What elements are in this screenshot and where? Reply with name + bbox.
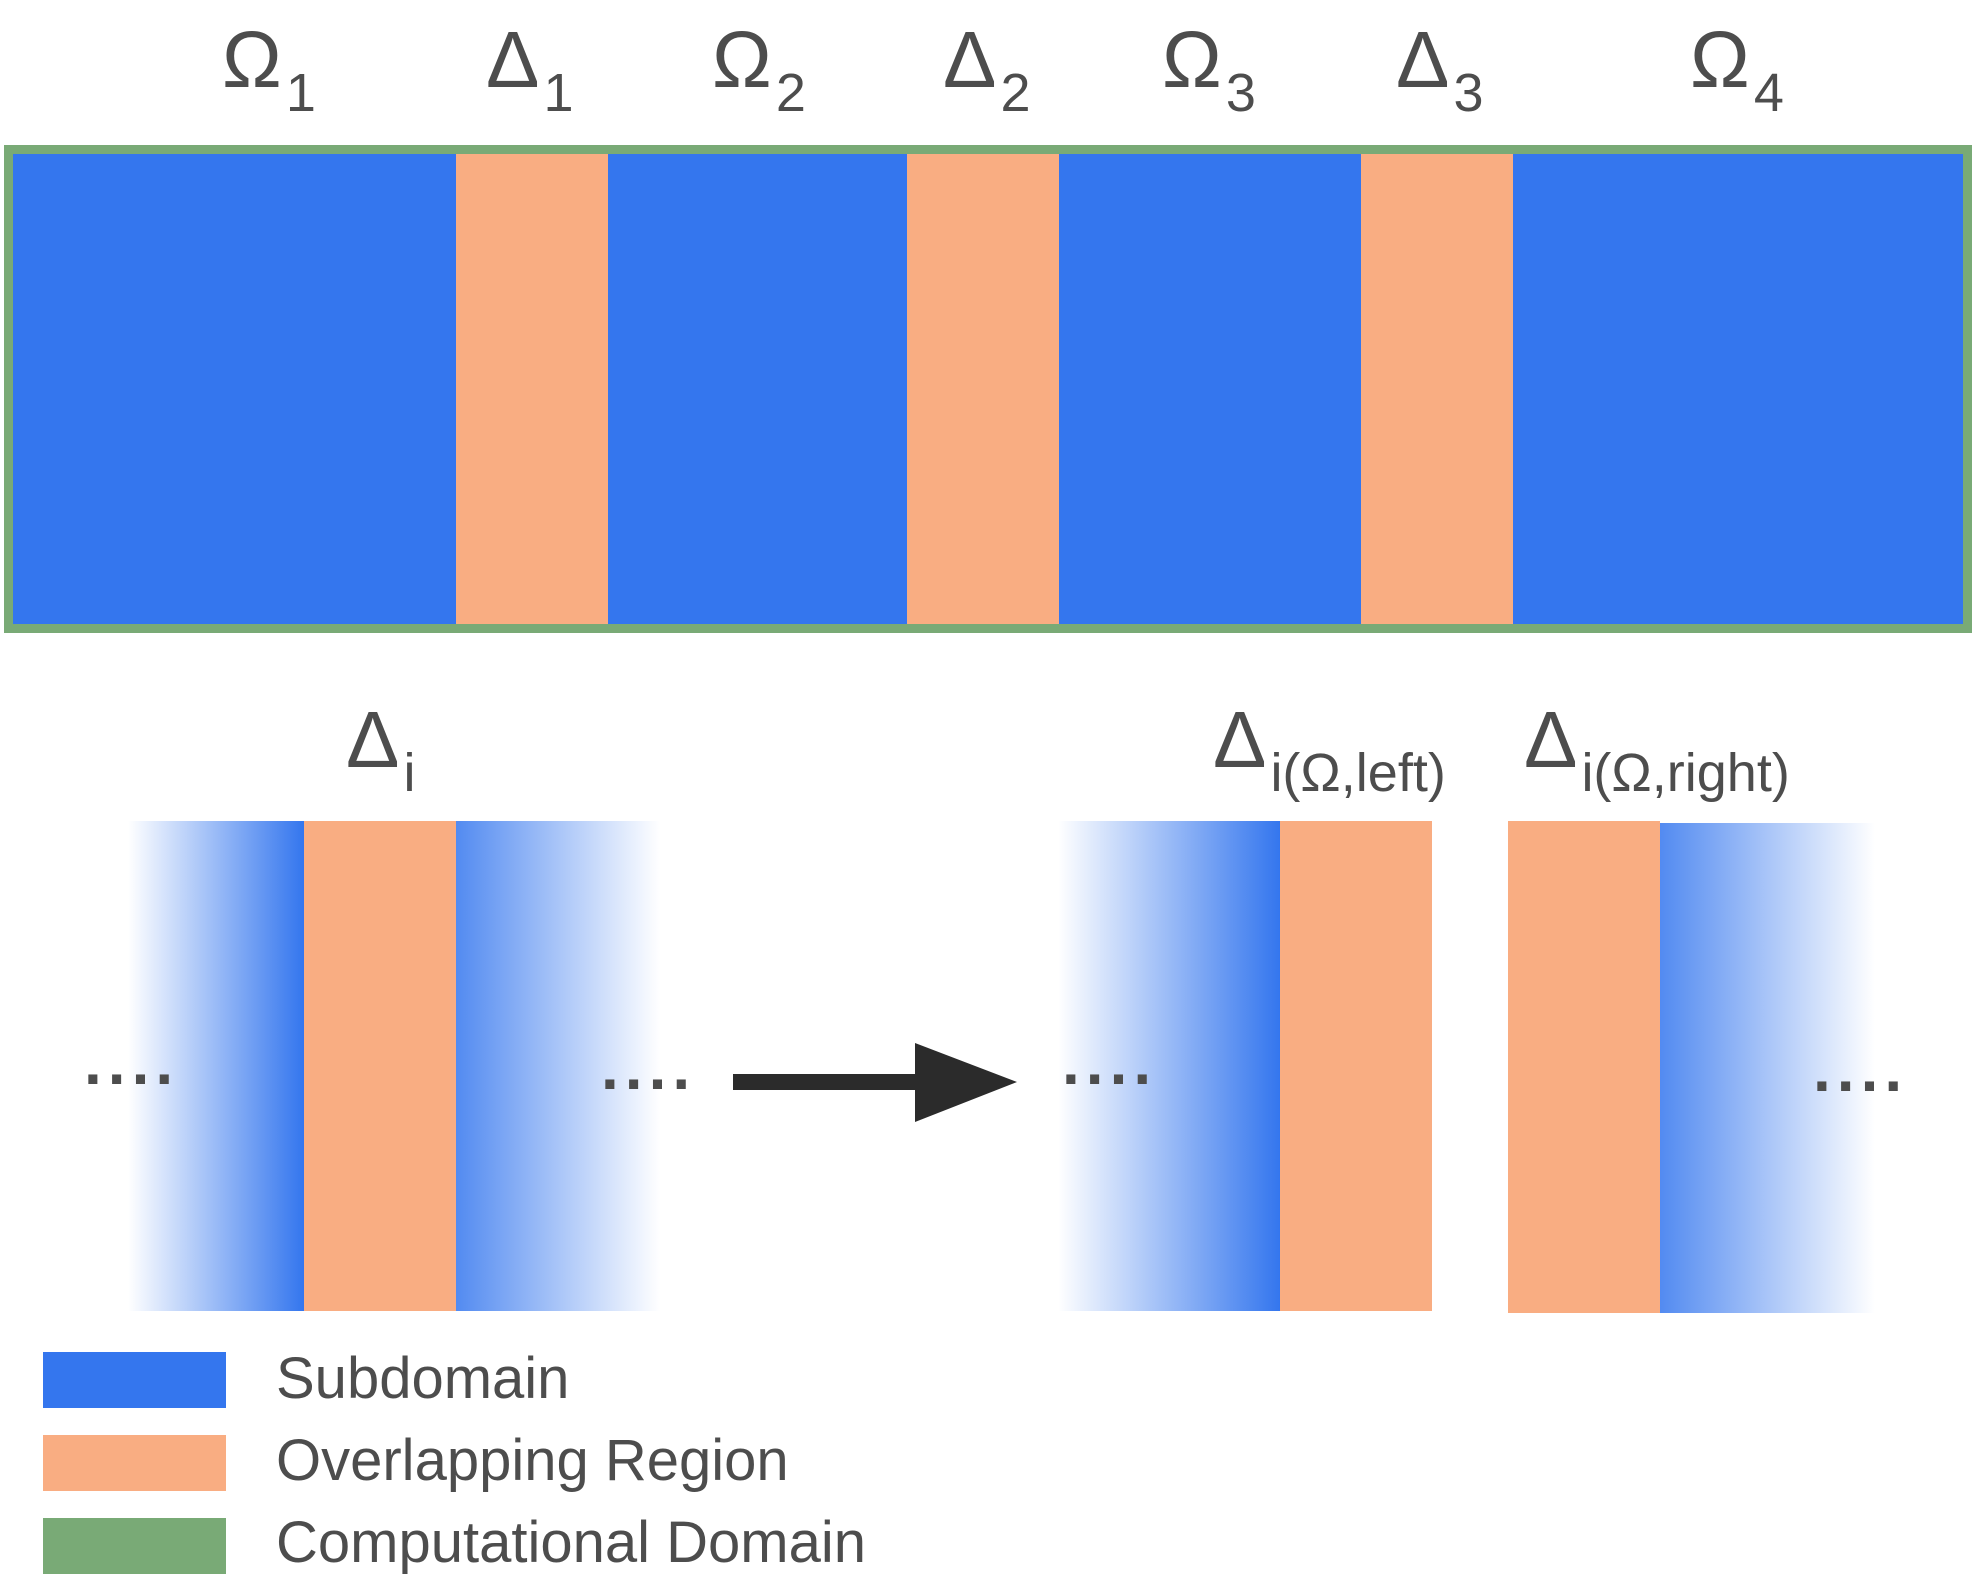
fade-subdomain-left	[128, 821, 304, 1311]
label-omega-2: Ω2	[712, 15, 806, 123]
label-delta-3: Δ3	[1396, 15, 1484, 123]
label-delta-i-left: Δi(Ω,left)	[1213, 695, 1446, 803]
ellipsis-center: ....	[601, 1031, 697, 1103]
label-delta-1: Δ1	[486, 15, 574, 123]
label-delta-i-right: Δi(Ω,right)	[1524, 695, 1790, 803]
subdomain-omega-3	[1059, 154, 1361, 624]
overlap-delta-i-left	[1280, 821, 1432, 1311]
fade-subdomain-right-split	[1660, 823, 1875, 1313]
fade-subdomain-left-split	[1058, 821, 1280, 1311]
label-delta-i: Δi	[346, 695, 416, 803]
legend-swatch-subdomain	[43, 1352, 226, 1408]
legend-label-subdomain: Subdomain	[276, 1346, 570, 1411]
legend-swatch-overlap	[43, 1435, 226, 1491]
arrow-shaft	[733, 1074, 918, 1090]
legend-label-overlap: Overlapping Region	[276, 1428, 789, 1493]
label-omega-4: Ω4	[1690, 15, 1784, 123]
legend-swatch-domain	[43, 1518, 226, 1574]
overlap-delta-3	[1361, 154, 1513, 624]
ellipsis-left: ....	[84, 1026, 180, 1098]
legend-label-domain: Computational Domain	[276, 1510, 866, 1575]
overlap-delta-2	[907, 154, 1059, 624]
subdomain-omega-1	[13, 154, 456, 624]
ellipsis-split-right: ....	[1813, 1033, 1909, 1105]
overlap-delta-i	[304, 821, 456, 1311]
fade-subdomain-right	[456, 821, 660, 1311]
label-omega-3: Ω3	[1162, 15, 1256, 123]
arrow-head	[915, 1043, 1017, 1122]
overlap-delta-1	[456, 154, 608, 624]
ellipsis-split-left: ....	[1062, 1026, 1158, 1098]
label-omega-1: Ω1	[222, 15, 316, 123]
subdomain-omega-2	[608, 154, 907, 624]
overlap-delta-i-right	[1508, 821, 1660, 1313]
subdomain-omega-4	[1513, 154, 1963, 624]
label-delta-2: Δ2	[943, 15, 1031, 123]
